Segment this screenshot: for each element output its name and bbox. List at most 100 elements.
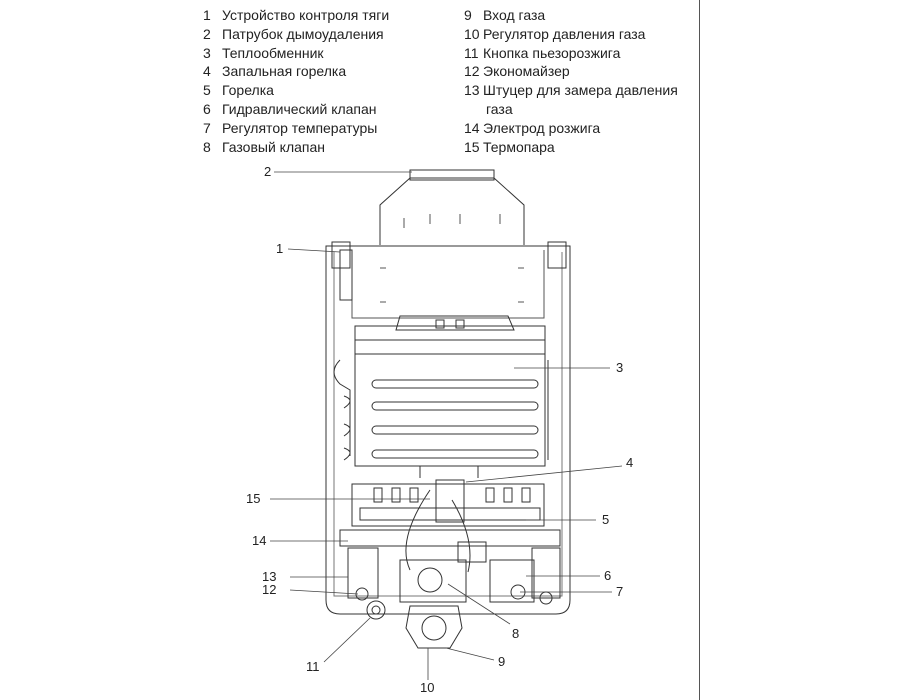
legend-number: 6 — [203, 100, 211, 117]
draft-sensor — [339, 249, 353, 301]
inner-casing — [333, 252, 563, 597]
legend-number: 8 — [203, 138, 211, 155]
legend-item-8: 8 Газовый клапан — [203, 138, 443, 157]
burner-nozzle — [503, 487, 513, 503]
callout-13: 13 — [262, 569, 276, 584]
legend-label: Термопара — [483, 138, 555, 155]
flue-baffle — [395, 315, 515, 331]
legend-label: Патрубок дымоудаления — [222, 25, 384, 42]
burner-manifold — [359, 507, 541, 521]
callout-3: 3 — [616, 360, 623, 375]
heat-exchanger-tubes — [371, 379, 539, 459]
legend-number: 4 — [203, 63, 211, 80]
heat-exchanger-frame — [354, 325, 546, 467]
lower-bracket — [339, 529, 561, 547]
legend-item-7: 7 Регулятор температуры — [203, 119, 443, 138]
callout-10: 10 — [420, 680, 434, 695]
legend-number: 13 — [464, 82, 480, 99]
legend-number: 15 — [464, 138, 480, 155]
legend-label: Кнопка пьезорозжига — [483, 44, 621, 61]
legend-item-5: 5 Горелка — [203, 81, 443, 100]
callout-11: 11 — [306, 659, 320, 674]
legend-label: Теплообменник — [222, 44, 324, 61]
exchanger-tube — [371, 379, 539, 389]
callout-leaders — [270, 171, 623, 680]
gas-inlet-port — [421, 615, 447, 641]
exchanger-tube — [371, 449, 539, 459]
legend-number: 12 — [464, 63, 480, 80]
left-coil-pipe — [333, 359, 351, 456]
legend-item-13-continued: газа — [464, 100, 704, 119]
leader-line-9 — [445, 647, 495, 661]
legend-number: 11 — [464, 44, 479, 61]
legend-label: Электрод розжига — [483, 119, 601, 136]
legend-item-4: 4 Запальная горелка — [203, 62, 443, 81]
exchanger-tube — [371, 425, 539, 435]
leader-line-8 — [447, 583, 511, 625]
right-top-bracket — [547, 241, 567, 269]
right-pipe-block — [531, 547, 561, 599]
baffle-slot — [455, 319, 465, 329]
burner-nozzle — [391, 487, 401, 503]
legend-label: Горелка — [222, 82, 274, 99]
ignition-wire — [451, 499, 471, 573]
legend-label: Регулятор давления газа — [483, 25, 646, 42]
heat-exchanger-top-band — [354, 339, 546, 355]
legend-label: Регулятор температуры — [222, 119, 378, 136]
callout-12: 12 — [262, 582, 276, 597]
leader-line-1 — [287, 248, 341, 253]
thermocouple-wire — [405, 489, 431, 571]
legend-number: 2 — [203, 25, 211, 42]
legend-item-6: 6 Гидравлический клапан — [203, 100, 443, 119]
legend-label: Гидравлический клапан — [222, 100, 377, 117]
legend-number: 9 — [464, 7, 472, 23]
callout-4: 4 — [626, 455, 633, 470]
outer-casing — [325, 245, 571, 615]
hood-lower — [351, 250, 545, 319]
callout-5: 5 — [602, 512, 609, 527]
legend-label: Запальная горелка — [222, 63, 347, 80]
legend-number: 10 — [464, 25, 480, 42]
callout-9: 9 — [498, 654, 505, 669]
flue-hood — [379, 177, 525, 245]
gas-valve-block — [457, 541, 487, 563]
callout-8: 8 — [512, 626, 519, 641]
hydraulic-valve-body — [489, 559, 535, 603]
baffle-slot — [435, 319, 445, 329]
legend-label: газа — [486, 100, 513, 117]
legend-label: Вход газа — [483, 7, 546, 23]
piezo-button — [371, 605, 381, 615]
page-divider-line — [699, 0, 700, 700]
leader-line-12 — [289, 589, 359, 595]
legend-label: Газовый клапан — [222, 138, 326, 155]
burner-body — [351, 483, 545, 527]
pilot-pipe — [419, 465, 479, 478]
legend-label: Устройство контроля тяги — [222, 7, 390, 23]
legend-label: Штуцер для замера давления — [483, 82, 678, 99]
legend-number: 7 — [203, 119, 211, 136]
gas-valve-knob — [417, 567, 443, 593]
legend-number: 14 — [464, 119, 480, 136]
gas-valve-body — [399, 559, 467, 603]
callout-7: 7 — [616, 584, 623, 599]
burner-nozzle — [409, 487, 419, 503]
pilot-burner — [435, 479, 465, 523]
callout-labels: 1 2 3 4 5 6 7 8 9 10 11 12 13 14 15 — [246, 164, 633, 695]
flue-outlet-pipe — [409, 169, 495, 181]
exchanger-tube — [371, 401, 539, 411]
callout-6: 6 — [604, 568, 611, 583]
leader-line-11 — [323, 617, 371, 663]
legend-item-2: 2 Патрубок дымоудаления — [203, 25, 443, 44]
legend-number: 5 — [203, 82, 211, 99]
callout-15: 15 — [246, 491, 260, 506]
